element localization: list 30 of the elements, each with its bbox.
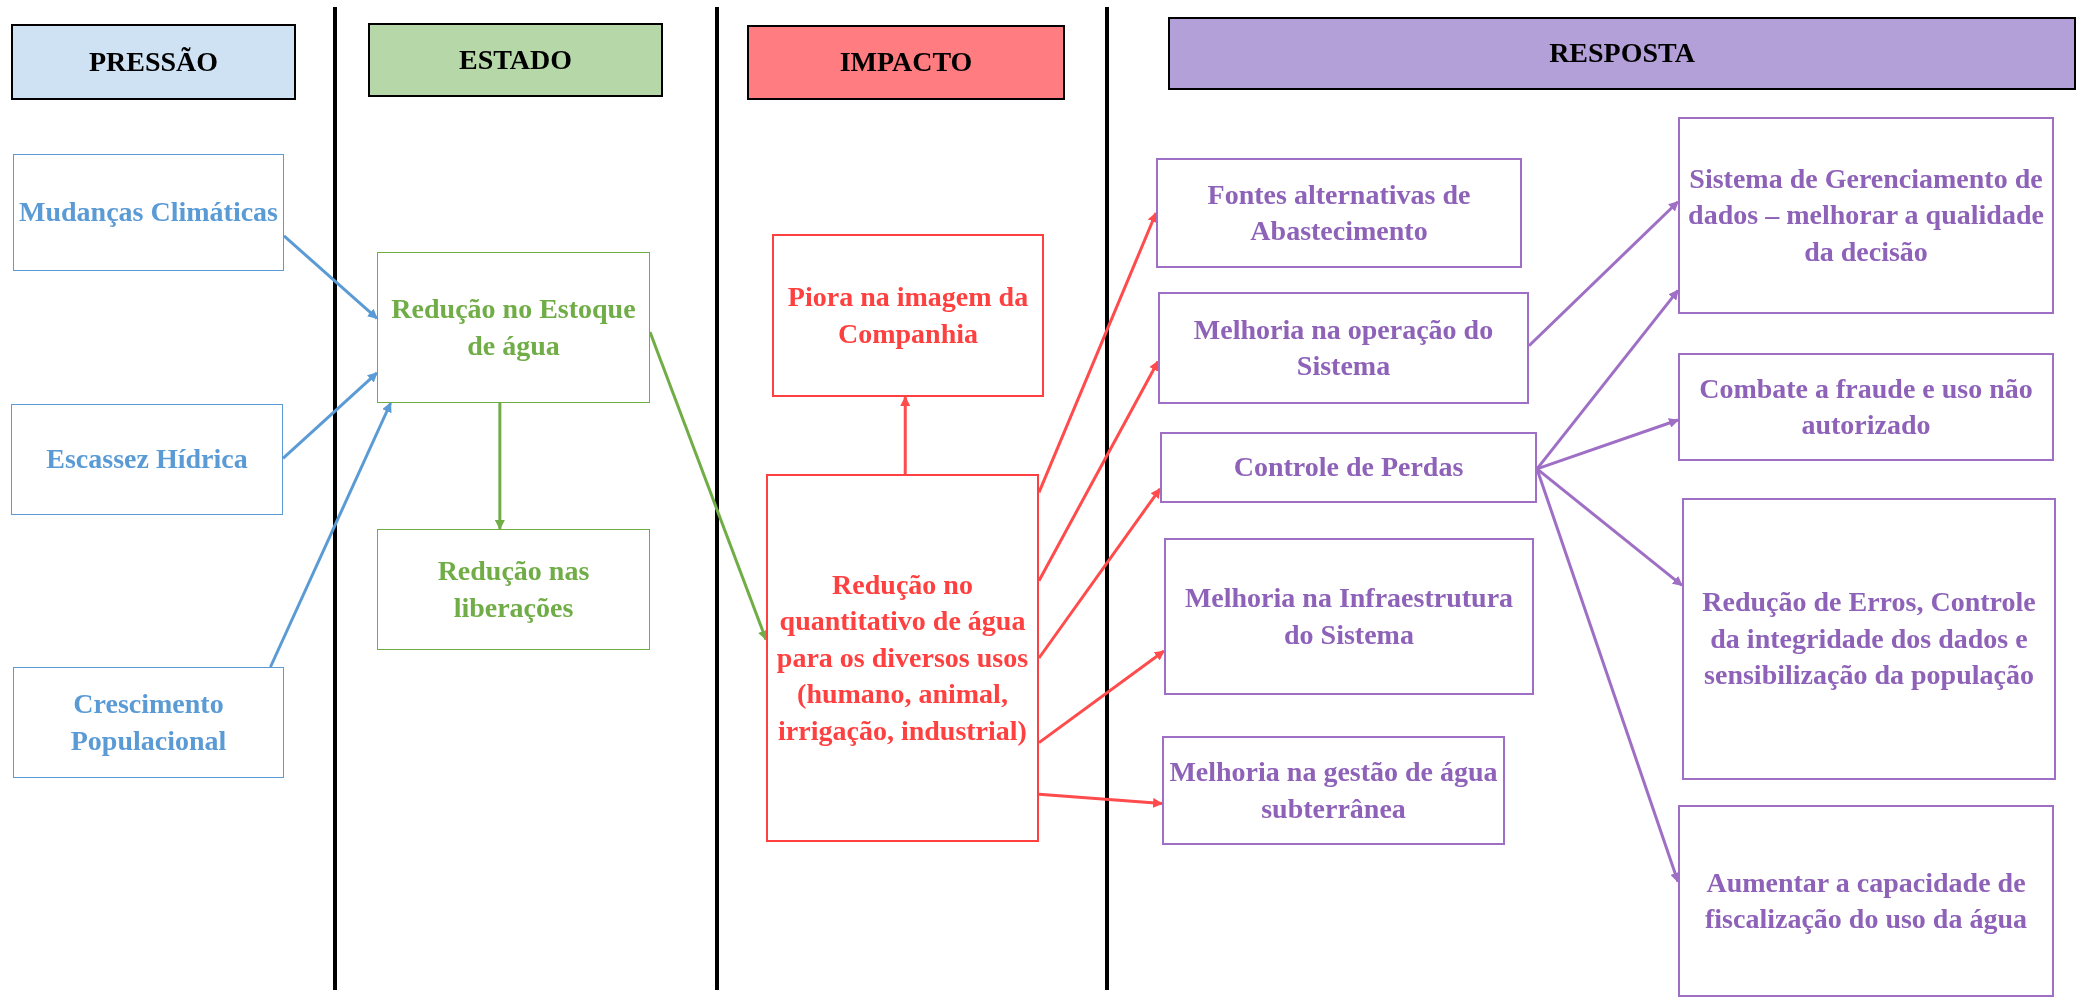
arrow bbox=[282, 371, 378, 460]
response-box: Combate a fraude e uso não autorizado bbox=[1678, 353, 2054, 461]
state-box: Redução nas liberações bbox=[377, 529, 650, 650]
arrow bbox=[283, 234, 378, 320]
pressure-box: Crescimento Populacional bbox=[13, 667, 284, 778]
response-box: Melhoria na gestão de água subterrânea bbox=[1162, 736, 1505, 845]
arrow bbox=[1038, 649, 1165, 744]
impact-box: Piora na imagem da Companhia bbox=[772, 234, 1044, 397]
response-box: Sistema de Gerenciamento de dados – melhorar a qualidade da decisão bbox=[1678, 117, 2054, 314]
arrow bbox=[1038, 792, 1163, 808]
response-box: Fontes alternativas de Abastecimento bbox=[1156, 158, 1522, 268]
arrow bbox=[269, 402, 392, 668]
state-box: Redução no Estoque de água bbox=[377, 252, 650, 403]
arrow bbox=[1536, 418, 1679, 471]
response-box: Melhoria na Infraestrutura do Sistema bbox=[1164, 538, 1534, 695]
header-box: RESPOSTA bbox=[1168, 17, 2076, 90]
pressure-box: Escassez Hídrica bbox=[11, 404, 283, 515]
arrow bbox=[900, 396, 911, 474]
header-box: IMPACTO bbox=[747, 25, 1065, 100]
arrow bbox=[648, 331, 768, 641]
response-box: Aumentar a capacidade de fiscalização do uso da água bbox=[1678, 805, 2054, 997]
response-box: Melhoria na operação do Sistema bbox=[1158, 292, 1529, 404]
response-box: Controle de Perdas bbox=[1160, 432, 1537, 503]
header-box: PRESSÃO bbox=[11, 24, 296, 100]
arrow bbox=[494, 403, 505, 530]
impact-box: Redução no quantitativo de água para os diversos usos (humano, animal, irrigação, industrial) bbox=[766, 474, 1039, 842]
pressure-box: Mudanças Climáticas bbox=[13, 154, 284, 271]
header-box: ESTADO bbox=[368, 23, 663, 97]
arrow bbox=[1536, 467, 1683, 587]
response-box: Redução de Erros, Controle da integridade dos dados e sensibilização da população bbox=[1682, 498, 2056, 780]
